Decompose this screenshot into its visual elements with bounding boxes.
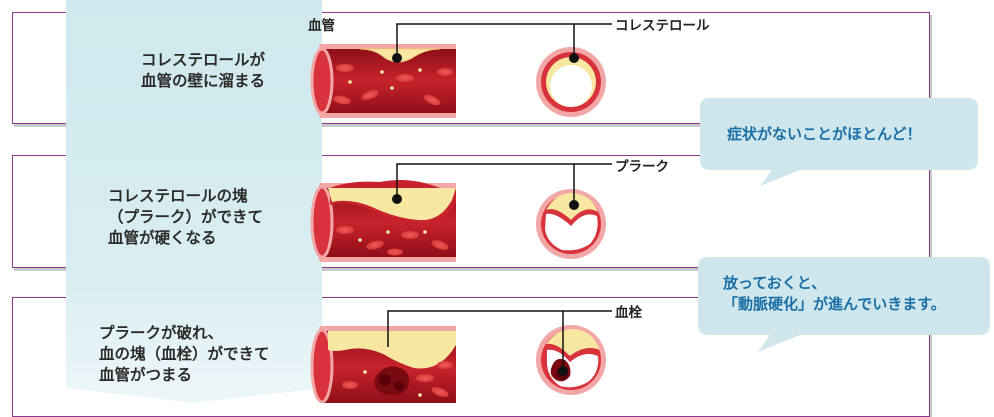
- step-1-text: コレステロールが 血管の壁に溜まる: [140, 51, 265, 90]
- vessel-illustrations: [310, 23, 990, 403]
- callout-bubble-2: [698, 257, 990, 352]
- vessel-section-1: [310, 23, 612, 118]
- plaque-label: プラーク: [615, 159, 669, 175]
- vessel-section-3: [310, 310, 612, 403]
- cholesterol-label: コレステロール: [615, 18, 710, 34]
- callout-bubble-1: [700, 98, 978, 186]
- callout-2-text: 放っておくと、 「動脈硬化」が進んでいきます。: [723, 274, 946, 313]
- vessel-section-2: [310, 163, 612, 262]
- vessel-label: 血管: [308, 18, 335, 34]
- callout-1-text: 症状がないことがほとんど！: [727, 125, 922, 143]
- step-3-text: プラークが破れ、 血の塊（血栓）ができて 血管がつまる: [99, 324, 270, 384]
- progression-arrow: [66, 0, 322, 403]
- step-2-text: コレステロールの塊 （プラーク）ができて 血管が硬くなる: [108, 187, 264, 247]
- clot-label: 血栓: [615, 305, 642, 321]
